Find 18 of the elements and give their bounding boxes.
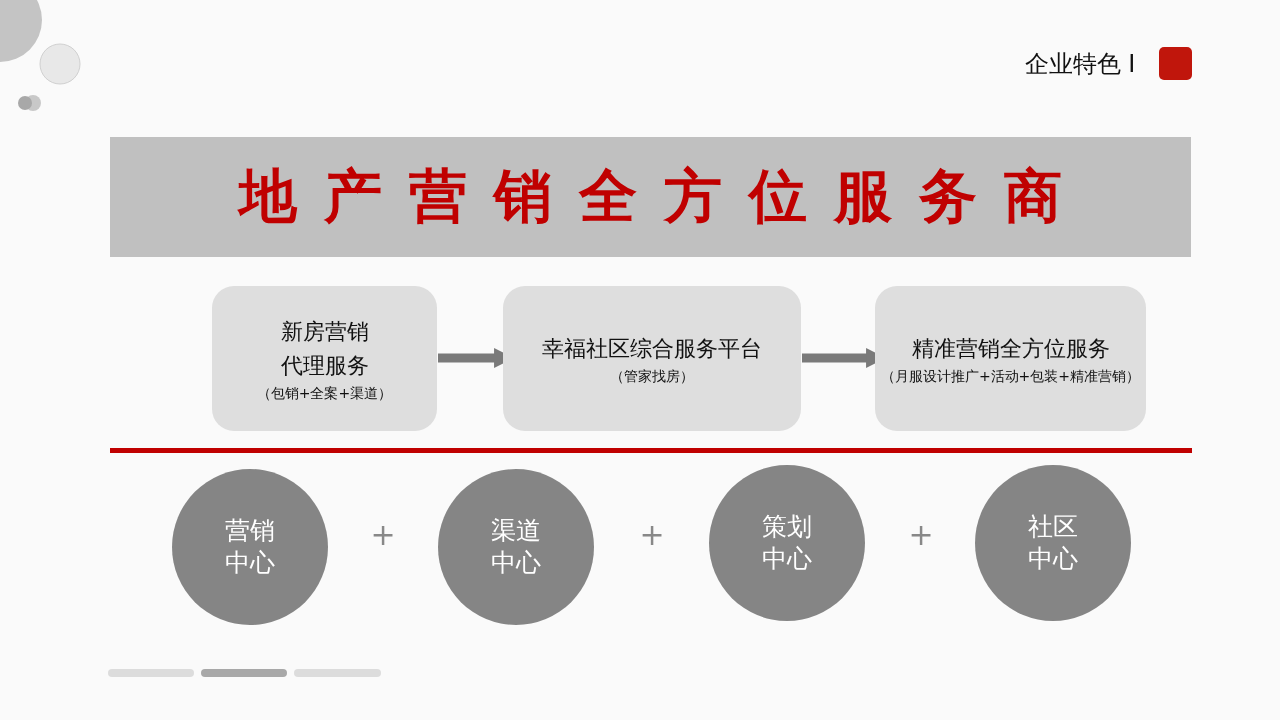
plus-sign: + <box>907 517 935 552</box>
box-note: （包销+全案+渠道） <box>256 384 393 403</box>
box-note: （月服设计推广+活动+包装+精准营销） <box>880 367 1141 386</box>
box-note: （管家找房） <box>610 367 694 386</box>
service-box <box>503 286 801 431</box>
plus-sign: + <box>638 517 666 552</box>
plus-sign: + <box>369 517 397 552</box>
circle-label: 策划中心 <box>761 511 813 575</box>
circle-label: 渠道中心 <box>490 515 542 579</box>
title: 地产营销全方位服务商 <box>239 161 1089 232</box>
circle-label: 营销中心 <box>224 515 276 579</box>
box-heading: 新房营销代理服务 <box>279 317 370 380</box>
service-box <box>875 286 1146 431</box>
box-heading: 幸福社区综合服务平台 <box>542 334 762 363</box>
box-heading: 精准营销全方位服务 <box>911 334 1110 363</box>
section-label: 企业特色 I <box>1024 49 1136 80</box>
service-box <box>212 286 437 431</box>
circle-label: 社区中心 <box>1027 511 1079 575</box>
